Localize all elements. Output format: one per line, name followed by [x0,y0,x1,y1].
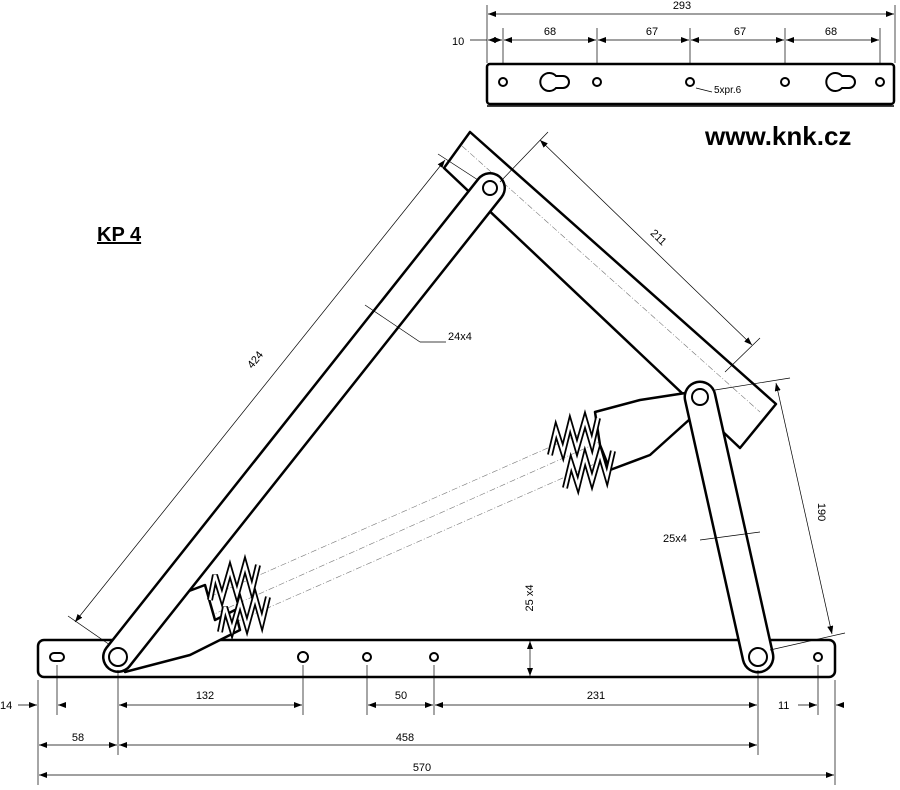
dim-overall-length: 570 [413,762,431,774]
dim-top-spacing-1: 68 [544,26,556,38]
dim-lid-plate: 211 [648,227,669,248]
short-arm-section: 25x4 [663,533,687,545]
base-extension-lines [37,665,836,785]
dim-short-arm: 190 [815,503,827,521]
base-section: 25 x4 [524,585,536,612]
right-pivot [748,647,768,667]
upper-pivot [691,388,709,406]
long-arm [102,172,506,673]
dim-pivot-to-hole: 132 [196,690,214,702]
arm-dimensions: 424 211 190 24x4 25x4 25 x4 [67,131,846,676]
top-plate-view: 293 10 68 67 67 68 5xpr.6 [452,0,896,107]
dim-pivot-to-pivot: 458 [396,732,414,744]
model-title: KP 4 [97,224,142,246]
dim-top-overall: 293 [673,0,691,12]
dim-left-to-pivot: 58 [72,732,84,744]
hole-note: 5xpr.6 [714,85,742,96]
dim-hole-spacing: 50 [395,690,407,702]
website-label: www.knk.cz [704,121,851,151]
dim-top-edge-offset: 10 [452,36,464,48]
top-plate-holes [498,72,885,92]
dim-left-edge: 14 [0,700,12,712]
left-pivot [108,647,128,667]
dim-hole-to-pivot: 231 [587,690,605,702]
dim-top-spacing-2: 67 [646,26,658,38]
top-pivot [482,180,498,196]
short-arm [683,380,775,674]
dim-right-edge: 11 [778,700,789,712]
base-holes [49,651,823,663]
base-dim-lines [18,702,844,778]
top-plate-extension-lines [486,5,896,95]
dim-top-spacing-4: 68 [825,26,837,38]
dim-top-spacing-3: 67 [734,26,746,38]
dim-long-arm: 424 [245,349,266,371]
hole-note-leader [695,87,713,93]
long-arm-section: 24x4 [448,331,472,343]
